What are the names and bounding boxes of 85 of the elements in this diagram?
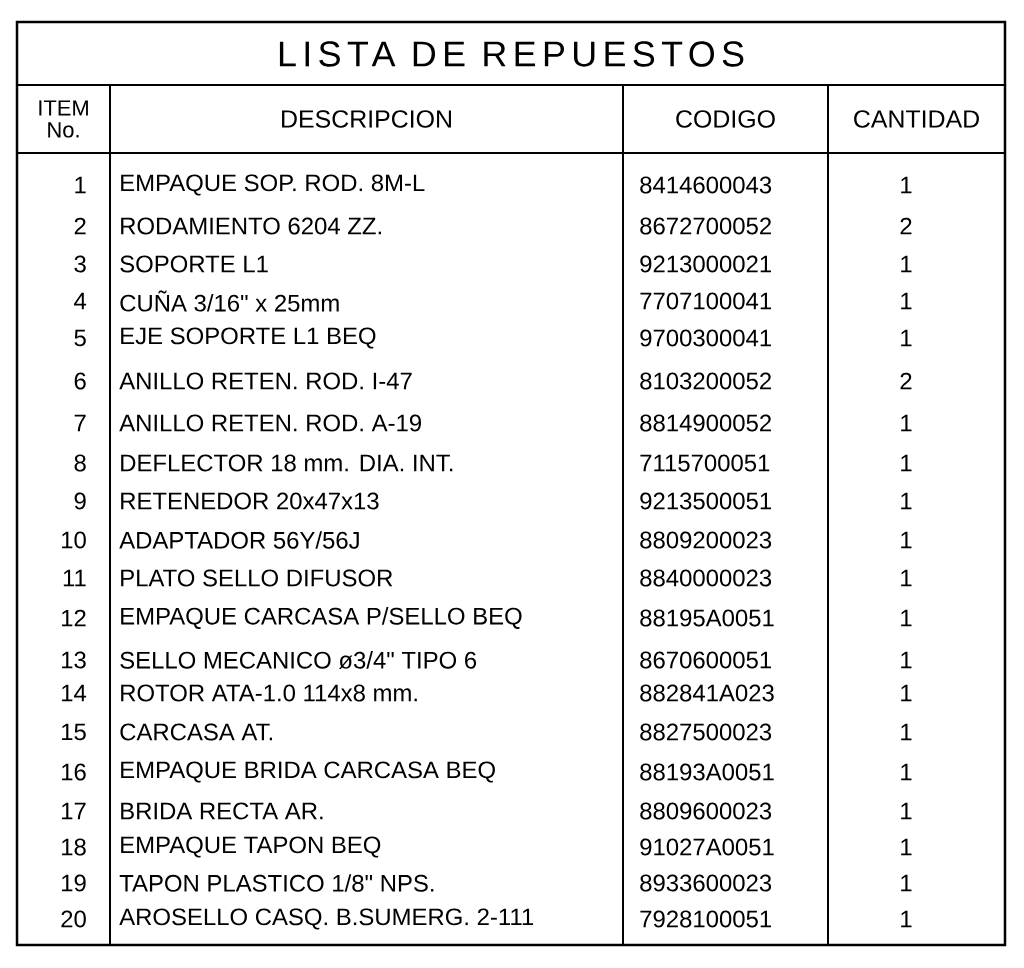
part-code: 7707100041 bbox=[640, 292, 771, 310]
part-code: 8827500023 bbox=[640, 723, 772, 741]
quantity: 1 bbox=[901, 176, 912, 194]
part-description: RETENEDOR 20x47x13 bbox=[121, 492, 379, 510]
part-code: 88195A0051 bbox=[640, 609, 774, 627]
part-description: PLATO SELLO DIFUSOR bbox=[121, 569, 393, 587]
item-number: 2 bbox=[74, 217, 86, 235]
quantity: 1 bbox=[901, 723, 912, 741]
part-code: 7115700051 bbox=[640, 454, 770, 472]
quantity: 1 bbox=[901, 651, 912, 669]
item-number: 12 bbox=[62, 609, 86, 627]
part-description: EJE SOPORTE L1 BEQ bbox=[121, 327, 376, 349]
column-header: CODIGO bbox=[676, 110, 775, 128]
part-description: ROTOR ATA-1.0 114x8 mm. bbox=[121, 684, 417, 702]
item-number: 9 bbox=[74, 492, 86, 510]
quantity: 1 bbox=[901, 910, 912, 928]
item-number: 14 bbox=[62, 684, 87, 702]
item-number: 8 bbox=[74, 454, 86, 472]
part-code: 8670600051 bbox=[640, 651, 771, 669]
table-title: LISTA DE REPUESTOS bbox=[279, 41, 744, 67]
quantity: 1 bbox=[901, 414, 912, 432]
part-code: 8840000023 bbox=[640, 569, 772, 587]
quantity: 1 bbox=[901, 292, 912, 310]
quantity: 2 bbox=[900, 217, 912, 235]
quantity: 1 bbox=[901, 874, 912, 892]
part-description: SELLO MECANICO ø3/4" TIPO 6 bbox=[120, 651, 477, 669]
item-number: 6 bbox=[74, 372, 86, 390]
column-header: CANTIDAD bbox=[854, 110, 979, 128]
part-code: 9700300041 bbox=[640, 329, 771, 347]
part-description: SOPORTE L1 bbox=[120, 255, 268, 273]
item-number: 3 bbox=[74, 255, 86, 273]
part-description: CUÑA 3/16" x 25mm bbox=[120, 290, 339, 312]
part-description: EMPAQUE TAPON BEQ bbox=[121, 836, 381, 858]
quantity: 1 bbox=[901, 255, 912, 273]
part-description: EMPAQUE CARCASA P/SELLO BEQ bbox=[121, 607, 522, 629]
quantity: 1 bbox=[901, 838, 912, 856]
item-number: 13 bbox=[62, 651, 86, 669]
part-description: ADAPTADOR 56Y/56J bbox=[119, 531, 359, 549]
item-number: 16 bbox=[62, 763, 86, 781]
quantity: 1 bbox=[901, 492, 912, 510]
quantity: 1 bbox=[901, 609, 912, 627]
quantity: 2 bbox=[900, 372, 912, 390]
item-number: 7 bbox=[74, 414, 86, 432]
column-header: DESCRIPCION bbox=[282, 110, 451, 128]
part-description: DEFLECTOR 18 mm. DIA. INT. bbox=[121, 454, 453, 472]
part-code: 88193A0051 bbox=[640, 763, 774, 781]
item-number: 19 bbox=[62, 874, 86, 892]
part-code: 8414600043 bbox=[640, 176, 772, 194]
part-description: RODAMIENTO 6204 ZZ. bbox=[121, 217, 381, 235]
part-description: ANILLO RETEN. ROD. I-47 bbox=[119, 372, 412, 390]
part-code: 8933600023 bbox=[640, 874, 772, 892]
quantity: 1 bbox=[901, 329, 912, 347]
item-number: 20 bbox=[61, 910, 86, 928]
item-number: 11 bbox=[63, 569, 86, 587]
part-code: 8103200052 bbox=[640, 372, 771, 390]
part-description: EMPAQUE SOP. ROD. 8M-L bbox=[121, 174, 425, 196]
part-description: AROSELLO CASQ. B.SUMERG. 2-111 bbox=[119, 908, 534, 930]
quantity: 1 bbox=[901, 763, 912, 781]
item-number: 18 bbox=[62, 838, 86, 856]
quantity: 1 bbox=[901, 454, 912, 472]
quantity: 1 bbox=[901, 531, 912, 549]
column-header: ITEM No. bbox=[39, 100, 88, 138]
part-code: 7928100051 bbox=[640, 910, 771, 928]
part-code: 91027A0051 bbox=[640, 838, 774, 856]
item-number: 15 bbox=[62, 723, 86, 741]
quantity: 1 bbox=[901, 684, 912, 702]
part-description: CARCASA AT. bbox=[120, 723, 272, 741]
quantity: 1 bbox=[901, 569, 912, 587]
item-number: 5 bbox=[74, 329, 86, 347]
part-description: EMPAQUE BRIDA CARCASA BEQ bbox=[121, 761, 495, 783]
item-number: 1 bbox=[75, 176, 86, 194]
item-number: 10 bbox=[62, 531, 86, 549]
part-code: 8814900052 bbox=[640, 414, 771, 432]
part-code: 9213000021 bbox=[640, 255, 771, 273]
part-description: ANILLO RETEN. ROD. A-19 bbox=[119, 414, 421, 432]
part-code: 8809200023 bbox=[640, 531, 772, 549]
part-code: 8672700052 bbox=[640, 217, 771, 235]
item-number: 4 bbox=[74, 292, 87, 310]
item-number: 17 bbox=[62, 802, 86, 820]
part-code: 8809600023 bbox=[640, 802, 772, 820]
part-code: 882841A023 bbox=[640, 684, 774, 702]
part-description: TAPON PLASTICO 1/8" NPS. bbox=[119, 874, 434, 892]
part-code: 9213500051 bbox=[640, 492, 771, 510]
quantity: 1 bbox=[901, 802, 912, 820]
part-description: BRIDA RECTA AR. bbox=[121, 802, 323, 820]
